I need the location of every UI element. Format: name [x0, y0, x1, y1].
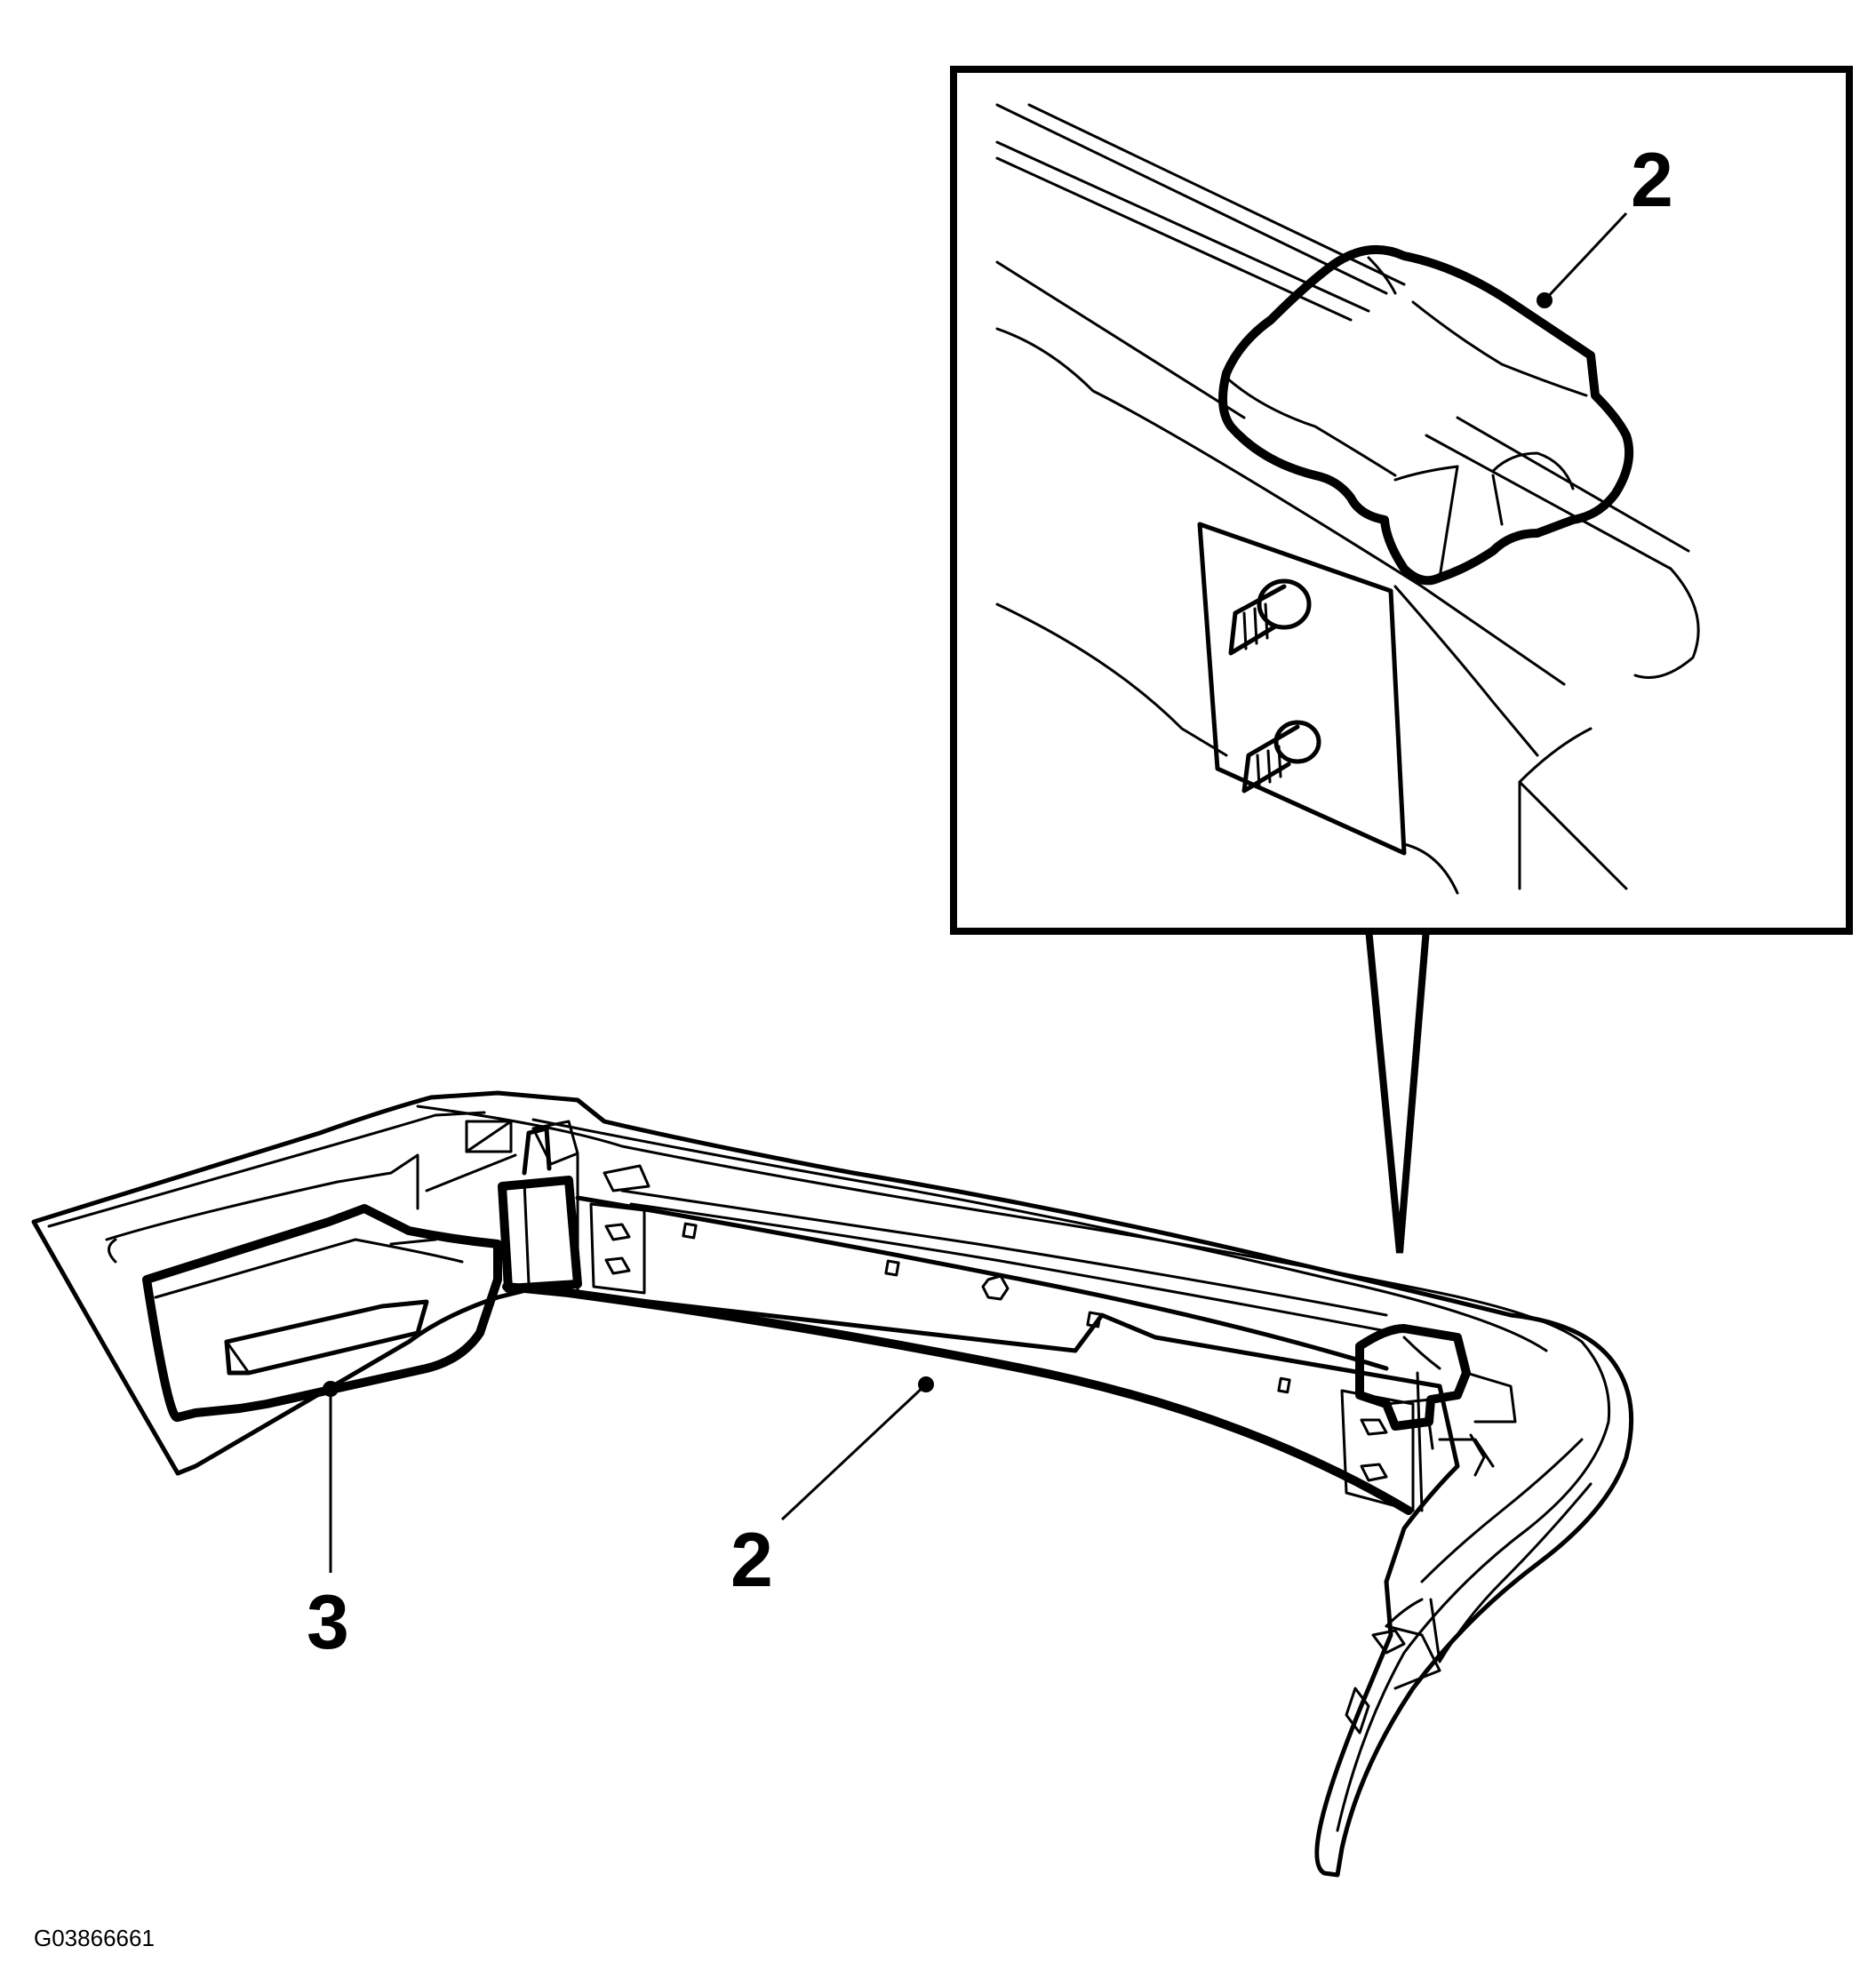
- reinforcement-rail: [995, 103, 1700, 895]
- bumper-callout-3: 3: [307, 1381, 349, 1665]
- callout-dot: [918, 1376, 934, 1392]
- callout-dot: [323, 1381, 339, 1397]
- left-end-plate: [589, 1202, 646, 1295]
- rear-bumper: [31, 1090, 1634, 1878]
- right-end-plate: [1340, 1389, 1415, 1512]
- inset-pointer: [1364, 925, 1431, 1254]
- stud-upper: [1228, 578, 1312, 656]
- mounting-plate: [1197, 522, 1407, 856]
- right-energy-absorber: [1355, 1324, 1517, 1450]
- stud-lower: [1241, 720, 1321, 794]
- bumper-label-3: 3: [307, 1580, 349, 1665]
- bumper-label-2: 2: [730, 1518, 773, 1603]
- inset-label-2: 2: [1631, 138, 1673, 223]
- energy-absorber-pad: [1218, 244, 1634, 586]
- reinforcement-beam: [502, 1153, 1424, 1515]
- callout-dot: [1537, 292, 1553, 308]
- bumper-fascia: [31, 1090, 1634, 1878]
- bumper-callout-2: 2: [730, 1376, 934, 1603]
- figure-id: G03866661: [34, 1925, 155, 1951]
- inset-detail: 2: [950, 66, 1853, 1254]
- left-bracket: [142, 1204, 502, 1422]
- inset-callout-2: 2: [1537, 138, 1673, 308]
- left-mount-block: [498, 1126, 582, 1293]
